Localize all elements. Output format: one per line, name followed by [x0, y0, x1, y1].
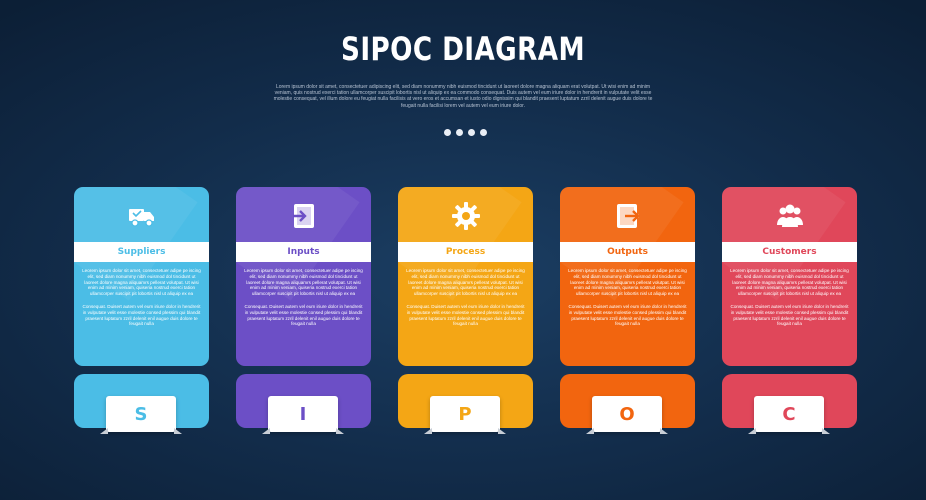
card-text-2: Consequat. Duisert autem vel eum iriure … [244, 303, 363, 327]
card-header-band: Outputs [560, 242, 695, 262]
letter-badge-p: P [430, 396, 500, 432]
letter-i: I [299, 403, 307, 425]
card-label: Customers [762, 247, 817, 257]
card-header-band: Inputs [236, 242, 371, 262]
card-body: Leorem ipsum dolor sit amet, consectetue… [82, 268, 201, 334]
card-label: Inputs [287, 247, 320, 257]
letter-p: P [458, 403, 472, 425]
card-header-band: Process [398, 242, 533, 262]
card-text-1: Leorem ipsum dolor sit amet, consectetue… [82, 268, 201, 297]
card-header-band: Suppliers [74, 242, 209, 262]
card-text-1: Leorem ipsum dolor sit amet, consectetue… [730, 268, 849, 297]
letter-badge-i: I [268, 396, 338, 432]
card-customers: Customers Leorem ipsum dolor sit amet, c… [722, 187, 857, 366]
card-header-band: Customers [722, 242, 857, 262]
card-text-1: Leorem ipsum dolor sit amet, consectetue… [244, 268, 363, 297]
card-label: Process [445, 247, 486, 257]
card-body: Leorem ipsum dolor sit amet, consectetue… [406, 268, 525, 334]
card-text-1: Leorem ipsum dolor sit amet, consectetue… [406, 268, 525, 297]
page-title: SIPOC DIAGRAM [341, 30, 585, 68]
pagination-dot [456, 129, 463, 136]
letter-badge-o: O [592, 396, 662, 432]
pagination-dot [480, 129, 487, 136]
card-text-2: Consequat. Duisert autem vel eum iriure … [568, 303, 687, 327]
delivery-truck-icon [128, 209, 154, 227]
letter-o: O [619, 403, 635, 425]
card-text-2: Consequat. Duisert autem vel eum iriure … [406, 303, 525, 327]
card-inputs: Inputs Leorem ipsum dolor sit amet, cons… [236, 187, 371, 366]
page-subtitle: Lorem ipsum dolor sit amet, consectetuer… [273, 84, 653, 109]
card-body: Leorem ipsum dolor sit amet, consectetue… [244, 268, 363, 334]
card-label: Suppliers [117, 247, 166, 257]
gear-icon [451, 202, 480, 230]
card-text-2: Consequat. Duisert autem vel eum iriure … [730, 303, 849, 327]
pagination-dot [468, 129, 475, 136]
sign-out-icon [616, 204, 640, 228]
letter-c: C [782, 403, 796, 425]
letter-badge-c: C [754, 396, 824, 432]
card-text-1: Leorem ipsum dolor sit amet, consectetue… [568, 268, 687, 297]
letter-badge-s: S [106, 396, 176, 432]
pagination-dots [444, 129, 487, 136]
card-text-2: Consequat. Duisert autem vel eum iriure … [82, 303, 201, 327]
pagination-dot [444, 129, 451, 136]
letter-s: S [134, 403, 148, 425]
card-body: Leorem ipsum dolor sit amet, consectetue… [730, 268, 849, 334]
users-group-icon [776, 204, 803, 227]
sign-in-icon [292, 204, 314, 228]
card-label: Outputs [607, 247, 648, 257]
card-body: Leorem ipsum dolor sit amet, consectetue… [568, 268, 687, 334]
card-process: Process Leorem ipsum dolor sit amet, con… [398, 187, 533, 366]
card-suppliers: Suppliers Leorem ipsum dolor sit amet, c… [74, 187, 209, 366]
card-outputs: Outputs Leorem ipsum dolor sit amet, con… [560, 187, 695, 366]
